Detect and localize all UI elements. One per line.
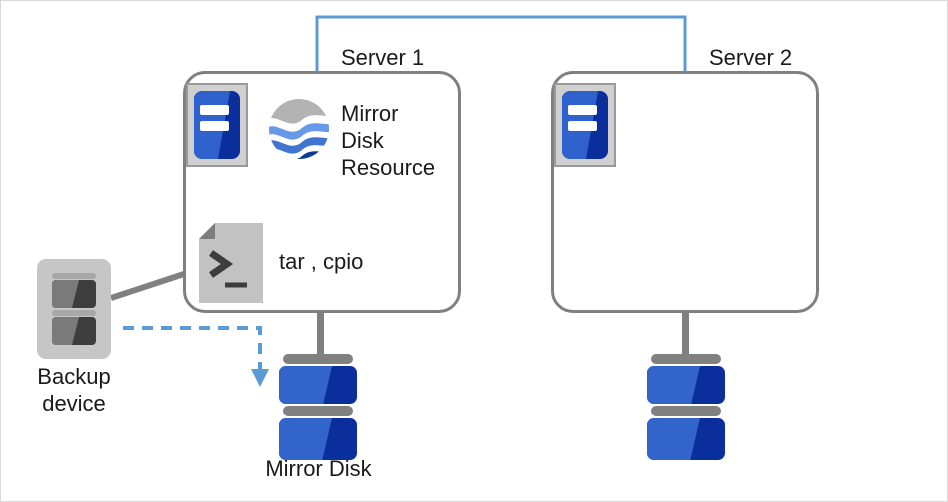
globe-icon (268, 98, 330, 160)
disk-cable-1 (317, 313, 324, 358)
disk-bar-middle (283, 406, 353, 416)
backup-device-label: Backup device (37, 364, 111, 416)
server-2-machine-icon (554, 83, 616, 167)
disk-segment-bottom (279, 418, 357, 460)
backup-disk-segment-bottom (52, 317, 96, 345)
server-icon-bar-top (200, 104, 229, 115)
disk-segment-bottom (647, 418, 725, 460)
backup-flow-arrow-line (123, 326, 262, 371)
server-1-machine-icon (186, 83, 248, 167)
backup-device-icon[interactable] (37, 259, 111, 359)
backup-cable-line (110, 270, 188, 301)
server-icon-body (562, 91, 608, 159)
disk-cable-2 (682, 313, 689, 358)
mirror-disk-1[interactable] (279, 354, 357, 460)
mirror-disk-2[interactable] (647, 354, 725, 460)
backup-flow-arrowhead (251, 369, 269, 387)
disk-segment-top (647, 366, 725, 404)
tar-cpio-label: tar , cpio (279, 249, 364, 274)
backup-disk-bar-bottom (52, 310, 96, 316)
disk-segment-top (279, 366, 357, 404)
server-icon-bar-bottom (200, 120, 229, 132)
server-1-label: Server 1 (341, 45, 425, 70)
server-2-label: Server 2 (709, 45, 793, 70)
server-icon-bar-bottom (568, 120, 597, 132)
script-terminal-icon (199, 223, 263, 303)
backup-disk-bar-top (52, 273, 96, 279)
disk-bar-top (651, 354, 721, 364)
server-icon-bar-top (568, 104, 597, 115)
backup-disk-segment-top (52, 280, 96, 308)
mirror-disk-1-label: Mirror Disk (265, 456, 372, 481)
disk-bar-top (283, 354, 353, 364)
server-icon-body (194, 91, 240, 159)
disk-bar-middle (651, 406, 721, 416)
mirror-disk-resource-label: Mirror Disk Resource (341, 101, 436, 180)
